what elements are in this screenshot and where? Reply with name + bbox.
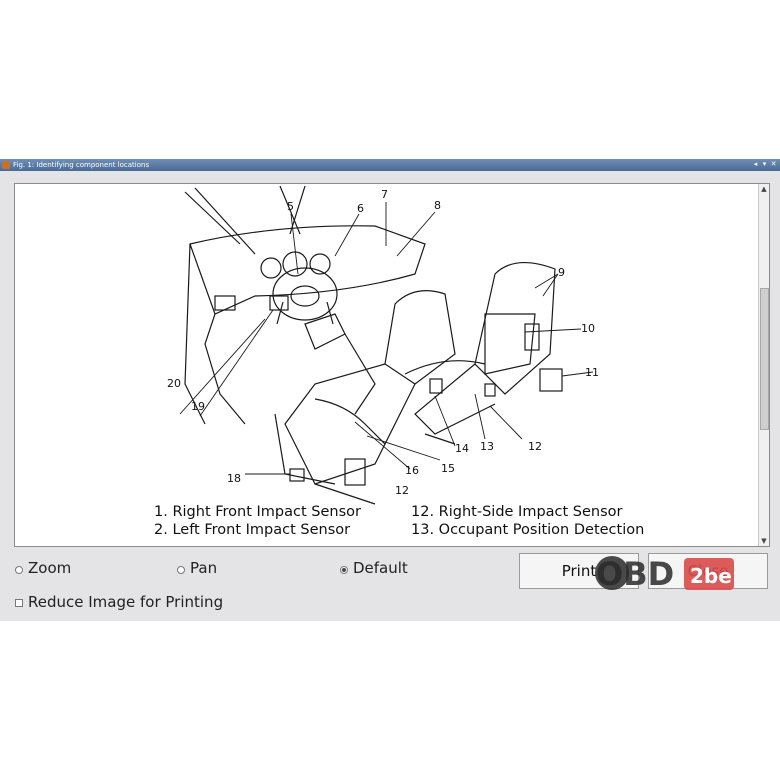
callout-label: 14 [455, 442, 469, 455]
callout-label: 12 [528, 440, 542, 453]
legend-item: 12. Right-Side Impact Sensor [411, 504, 623, 520]
app-icon [2, 161, 10, 169]
pan-radio[interactable] [177, 566, 185, 574]
shade-icon[interactable]: ◂ [753, 160, 758, 168]
callout-label: 15 [441, 462, 455, 475]
close-window-icon[interactable]: ✕ [770, 160, 777, 168]
legend-item: 13. Occupant Position Detection [411, 522, 645, 538]
minimize-icon[interactable]: ▾ [762, 160, 767, 168]
scroll-down-icon[interactable]: ▼ [761, 537, 767, 545]
callout-label: 20 [167, 377, 181, 390]
image-viewer[interactable]: 5 6 7 8 9 10 11 12 13 14 15 16 12 18 19 … [14, 183, 770, 547]
legend-item: 1. Right Front Impact Sensor [154, 504, 361, 520]
watermark-text: OBD [596, 555, 674, 593]
component-location-drawing: 5 6 7 8 9 10 11 12 13 14 15 16 12 18 19 … [167, 185, 599, 505]
scroll-thumb[interactable] [760, 288, 769, 430]
callout-label: 5 [287, 200, 294, 213]
scroll-up-icon[interactable]: ▲ [761, 185, 767, 193]
callout-label: 18 [227, 472, 241, 485]
callout-label: 12 [395, 484, 409, 497]
callout-label: 7 [381, 188, 388, 201]
callout-label: 16 [405, 464, 419, 477]
default-label: Default [353, 559, 408, 577]
pan-label: Pan [190, 559, 218, 577]
callout-label: 6 [357, 202, 364, 215]
callout-label: 11 [585, 366, 599, 379]
title-bar: Fig. 1: Identifying component locations … [0, 159, 780, 171]
watermark-logo: OBD 2be [595, 555, 734, 593]
callout-label: 9 [558, 266, 565, 279]
default-radio[interactable] [340, 566, 348, 574]
callout-label: 10 [581, 322, 595, 335]
watermark-badge: 2be [690, 564, 732, 588]
callout-label: 8 [434, 199, 441, 212]
zoom-radio[interactable] [15, 566, 23, 574]
zoom-label: Zoom [28, 559, 72, 577]
callout-label: 13 [480, 440, 494, 453]
callout-label: 19 [191, 400, 205, 413]
reduce-image-label: Reduce Image for Printing [28, 593, 224, 611]
legend-item: 2. Left Front Impact Sensor [154, 522, 351, 538]
window-title: Fig. 1: Identifying component locations [13, 161, 150, 169]
reduce-image-checkbox[interactable] [15, 599, 23, 607]
vertical-scrollbar[interactable]: ▲ ▼ [758, 184, 769, 546]
